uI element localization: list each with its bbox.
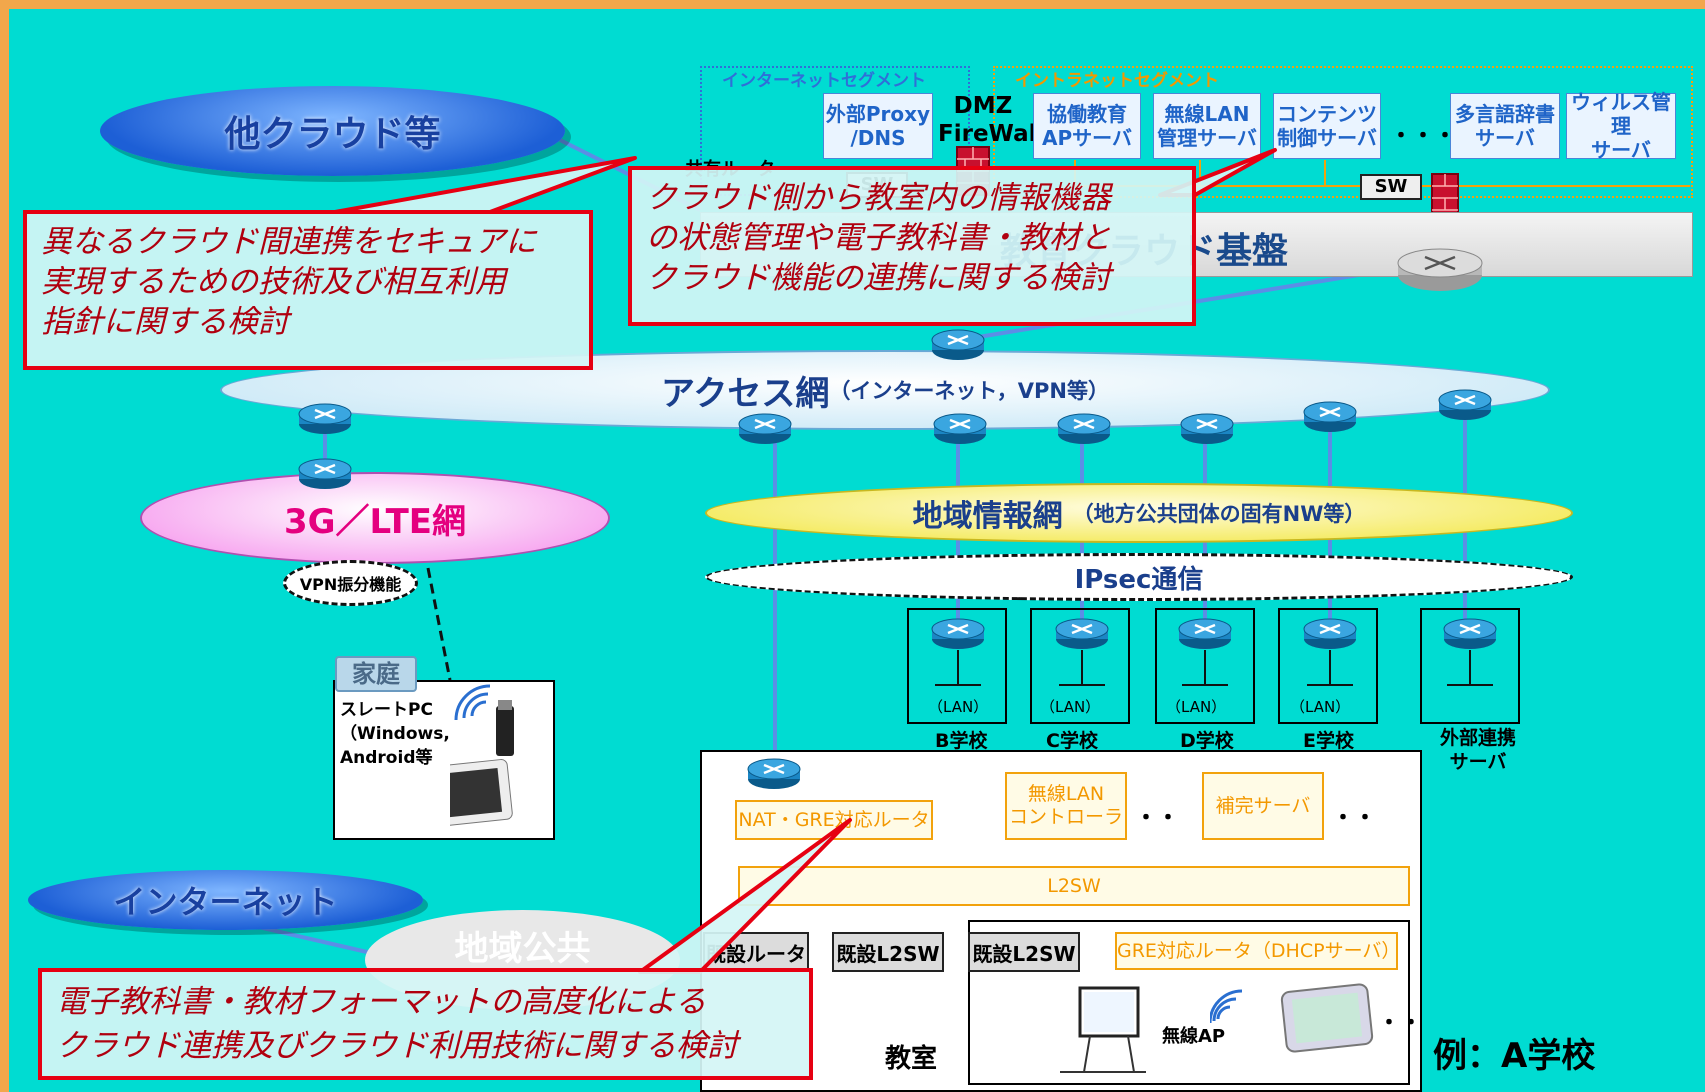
school-d-lan-label: （LAN） [1166,698,1227,716]
proxy-dns-server: 外部Proxy /DNS [823,93,933,159]
wireless-ap-icon [1210,989,1243,1024]
school-d-label: D学校 [1180,730,1234,752]
mobile-devices-icon [450,684,514,826]
gre-router-dhcp: GRE対応ルータ（DHCPサーバ） [1115,932,1400,970]
home-box [333,680,555,840]
electronic-whiteboard-icon [1060,986,1146,1073]
access-network-label: アクセス網 [661,373,830,414]
regional-network-ellipse: 地域情報網 （地方公共団体の固有NW等） [705,483,1573,543]
access-network-sub: （インターネット，VPN等） [829,379,1109,403]
callout-classroom-management: クラウド側から教室内の情報機器 の状態管理や電子教科書・教材と クラウド機能の連… [628,166,1196,326]
supplement-server: 補完サーバ [1202,772,1324,840]
dmz-firewall-label: DMZ FireWall [938,93,1045,147]
school-b-lan-label: （LAN） [928,698,989,716]
school-d-lan-box [1155,608,1255,724]
internet-label: インターネット [113,883,338,921]
dictionary-server: 多言語辞書 サーバ [1450,93,1560,159]
regional-overlay-label: 地域公共 [454,928,591,969]
wlan-controller: 無線LAN コントローラ [1005,772,1127,840]
ipsec-ellipse: IPsec通信 [705,553,1573,601]
callout-textbook-format: 電子教科書・教材フォーマットの高度化による クラウド連携及びクラウド利用技術に関… [38,968,813,1080]
other-cloud-label: 他クラウド等 [224,114,441,155]
ipsec-label: IPsec通信 [1074,564,1204,595]
school-c-lan-box [1030,608,1130,724]
school-e-lan-label: （LAN） [1290,698,1351,716]
external-server-box [1420,608,1520,724]
tablet-device-icon [1280,983,1374,1053]
collab-ap-server: 協働教育 APサーバ [1033,93,1141,159]
regional-network-sub: （地方公共団体の固有NW等） [1072,502,1366,526]
school-e-lan-box [1278,608,1378,724]
supplement-server-dots: ・・ [1332,806,1377,831]
l2-switch-bar: L2SW [738,866,1410,906]
existing-l2sw-2: 既設L2SW [968,932,1080,972]
mobile-network-label: 3G／LTE網 [283,501,467,542]
intranet-switch: SW [1360,174,1422,200]
wlan-controller-dots: ・・ [1135,806,1180,831]
vpn-function-ellipse: VPN振分機能 [283,560,418,606]
intranet-segment-box [993,66,1693,198]
intranet-segment-title: イントラネットセグメント [1015,71,1219,91]
vpn-function-label: VPN振分機能 [299,575,402,594]
callout-cloud-federation: 異なるクラウド間連携をセキュアに 実現するための技術及び相互利用 指針に関する検… [23,210,593,370]
school-b-lan-box [907,608,1007,724]
slate-pc-label: スレートPC （Windows, Android等 [340,700,450,768]
existing-l2sw-1: 既設L2SW [832,932,944,972]
internet-ellipse: インターネット [28,870,423,930]
school-a-example-label: 例：A学校 [1433,1036,1596,1076]
school-c-lan-label: （LAN） [1040,698,1101,716]
internet-segment-title: インターネットセグメント [722,71,926,91]
antivirus-server: ウィルス管理 サーバ [1566,90,1676,162]
home-tag: 家庭 [335,656,417,692]
classroom-label: 教室 [885,1044,938,1074]
school-c-label: C学校 [1046,730,1098,752]
wlan-mgmt-server: 無線LAN 管理サーバ [1153,93,1261,159]
external-server-label: 外部連携 サーバ [1440,727,1517,773]
core-router-icon [1397,248,1483,291]
tablet-dots: ・・ [1378,1011,1423,1036]
other-cloud-ellipse: 他クラウド等 [100,86,565,176]
mobile-network-ellipse: 3G／LTE網 [140,472,610,564]
school-b-label: B学校 [935,730,988,752]
wireless-ap-label: 無線AP [1162,1026,1226,1047]
regional-network-label: 地域情報網 [912,499,1063,534]
content-control-server: コンテンツ 制御サーバ [1273,93,1381,159]
school-e-label: E学校 [1303,730,1354,752]
